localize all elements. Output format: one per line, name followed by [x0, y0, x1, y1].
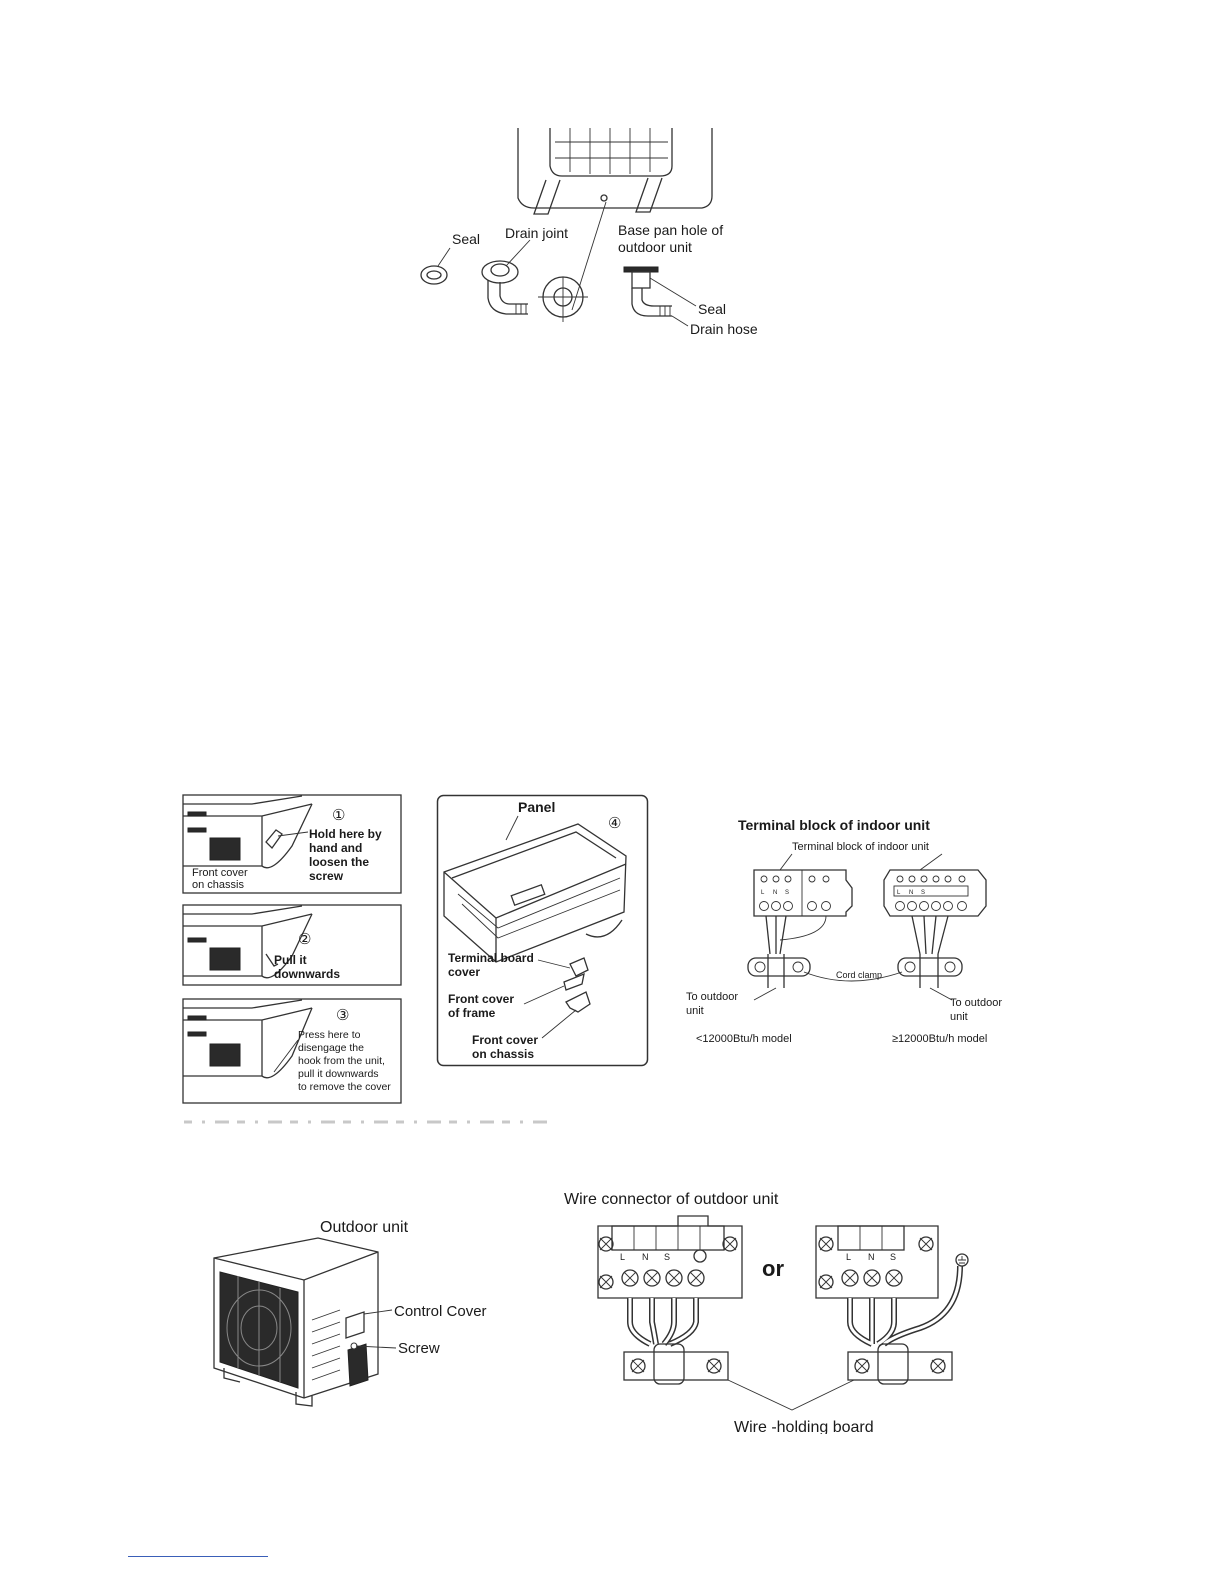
wire-connector-title: Wire connector of outdoor unit	[564, 1191, 779, 1208]
step4-number: ④	[608, 815, 621, 832]
to-outdoor-left-1: To outdoor	[686, 991, 738, 1003]
step3-text-3: hook from the unit,	[298, 1055, 385, 1067]
cord-clamp-label: Cord clamp	[836, 970, 882, 980]
step2-illustration	[183, 905, 313, 979]
svg-text:N: N	[868, 1252, 875, 1262]
step3-text-2: disengage the	[298, 1042, 364, 1054]
left-connector: L N S	[597, 1215, 743, 1385]
control-cover-label: Control Cover	[394, 1303, 487, 1320]
svg-text:S: S	[890, 1252, 896, 1262]
front-chassis-label-1: Front cover	[472, 1033, 538, 1047]
base-pan-label-1: Base pan hole of	[618, 222, 723, 238]
model-right-label: ≥12000Btu/h model	[892, 1033, 987, 1045]
left-terminal-block: L N S	[753, 869, 853, 955]
terminal-block-subtitle: Terminal block of indoor unit	[792, 841, 929, 853]
step3-number: ③	[336, 1007, 349, 1024]
svg-text:N: N	[642, 1252, 649, 1262]
step3-text-5: to remove the cover	[298, 1081, 391, 1093]
screw-label: Screw	[398, 1340, 440, 1357]
drain-joint-figure: Seal Drain joint Base pan hole of outdoo…	[410, 120, 790, 350]
step3-text-4: pull it downwards	[298, 1068, 379, 1080]
step1-caption-1: Front cover	[192, 867, 248, 879]
cover-removal-steps: ① Hold here by hand and loosen the screw…	[182, 794, 404, 1124]
front-frame-label-1: Front cover	[448, 992, 514, 1006]
svg-text:L: L	[620, 1252, 625, 1262]
right-terminal-block: L N S	[883, 869, 987, 955]
outdoor-unit-figure: Outdoor unit Control Cover Screw	[200, 1210, 500, 1420]
to-outdoor-left-2: unit	[686, 1005, 704, 1017]
drain-hose-label: Drain hose	[690, 321, 758, 337]
step2-number: ②	[298, 931, 311, 948]
model-left-label: <12000Btu/h model	[696, 1033, 792, 1045]
wire-holding-board-label: Wire -holding board	[734, 1419, 874, 1434]
terminal-board-label-1: Terminal board	[448, 951, 534, 965]
panel-label: Panel	[518, 799, 555, 815]
outdoor-unit-title: Outdoor unit	[320, 1219, 409, 1236]
step1-text-1: Hold here by	[309, 827, 382, 841]
indoor-panel-figure: Panel ④ Terminal board cover Front cover…	[436, 794, 650, 1068]
step1-number: ①	[332, 807, 345, 824]
svg-text:S: S	[921, 890, 925, 896]
svg-text:N: N	[909, 890, 913, 896]
or-label: or	[762, 1256, 784, 1281]
seal-left-label: Seal	[452, 231, 480, 247]
footnote-rule	[128, 1556, 268, 1557]
to-outdoor-right-1: To outdoor	[950, 997, 1002, 1009]
svg-text:S: S	[785, 890, 789, 896]
svg-text:L: L	[897, 890, 901, 896]
step2-text-1: Pull it	[274, 953, 307, 967]
base-pan-label-2: outdoor unit	[618, 239, 692, 255]
indoor-terminal-block-figure: Terminal block of indoor unit Terminal b…	[680, 812, 1020, 1052]
step3-text-1: Press here to	[298, 1029, 361, 1041]
step3-illustration	[183, 999, 313, 1079]
svg-text:L: L	[846, 1252, 851, 1262]
step2-text-2: downwards	[274, 967, 340, 981]
terminal-board-label-2: cover	[448, 965, 480, 979]
step1-text-3: loosen the	[309, 855, 369, 869]
step1-illustration	[183, 795, 313, 869]
right-connector: L N S	[815, 1225, 969, 1385]
drain-joint-label: Drain joint	[505, 225, 568, 241]
seal-right-label: Seal	[698, 301, 726, 317]
cropped-text-fragment	[184, 1112, 554, 1124]
svg-text:S: S	[664, 1252, 670, 1262]
svg-text:L: L	[761, 890, 765, 896]
front-frame-label-2: of frame	[448, 1006, 496, 1020]
to-outdoor-right-2: unit	[950, 1011, 968, 1023]
svg-text:N: N	[773, 890, 777, 896]
step1-text-4: screw	[309, 869, 344, 883]
step1-caption-2: on chassis	[192, 879, 244, 891]
step1-text-2: hand and	[309, 841, 362, 855]
front-chassis-label-2: on chassis	[472, 1047, 534, 1061]
wire-connector-figure: Wire connector of outdoor unit L N S or …	[560, 1184, 980, 1436]
terminal-block-title: Terminal block of indoor unit	[738, 817, 930, 833]
